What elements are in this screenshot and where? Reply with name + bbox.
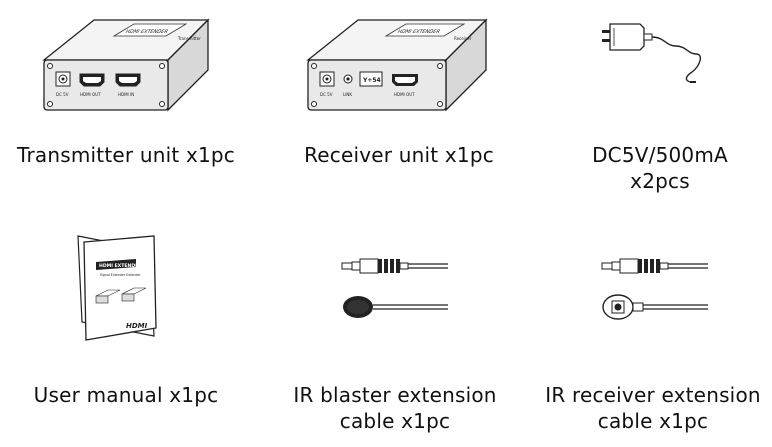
caption-line: x2pcs — [630, 169, 690, 193]
ir-blaster-cable-image — [336, 252, 456, 332]
top-label: HDMI EXTENDER — [396, 29, 441, 35]
ir-receiver-caption: IR receiver extension cable x1pc — [534, 382, 772, 434]
port-label-link: LINK — [343, 92, 352, 97]
caption-line: User manual x1pc — [33, 383, 219, 407]
user-manual-caption: User manual x1pc — [0, 382, 252, 408]
port-label-hdmi-in: HDMI IN — [118, 92, 134, 97]
transmitter-unit-image: HDMI EXTENDER Transmitter DC 5V HDMI OUT… — [36, 14, 226, 114]
caption-line: IR receiver extension — [545, 383, 761, 407]
caption-line: IR blaster extension — [293, 383, 497, 407]
port-label-dc: DC 5V — [320, 92, 333, 97]
caption-line: cable x1pc — [339, 409, 451, 433]
receiver-caption: Receiver unit x1pc — [276, 142, 522, 168]
power-adapter-caption: DC5V/500mA x2pcs — [548, 142, 772, 194]
caption-line: DC5V/500mA — [592, 143, 728, 167]
receiver-display: Y+54 — [362, 77, 381, 84]
port-label-hdmi-out: HDMI OUT — [80, 92, 101, 97]
port-label-hdmi-out: HDMI OUT — [394, 92, 415, 97]
caption-line: cable x1pc — [597, 409, 709, 433]
transmitter-caption: Transmitter unit x1pc — [0, 142, 252, 168]
top-label: HDMI EXTENDER — [124, 29, 169, 35]
ir-blaster-caption: IR blaster extension cable x1pc — [262, 382, 528, 434]
user-manual-image: HDMI EXTENDER Signal Extender Extender H… — [72, 232, 162, 344]
manual-subtitle: Signal Extender Extender — [100, 273, 141, 277]
manual-logo: HDMI — [126, 322, 148, 330]
caption-line: Receiver unit x1pc — [304, 143, 494, 167]
manual-title: HDMI EXTENDER — [99, 263, 142, 269]
port-label-dc: DC 5V — [56, 92, 69, 97]
ir-receiver-cable-image — [596, 252, 716, 332]
power-adapter-image — [600, 16, 730, 86]
top-sublabel: Receiver — [454, 36, 472, 41]
caption-line: Transmitter unit x1pc — [16, 143, 236, 167]
receiver-unit-image: HDMI EXTENDER Receiver Y+54 DC 5V LINK H… — [300, 14, 500, 114]
top-sublabel: Transmitter — [177, 36, 201, 41]
